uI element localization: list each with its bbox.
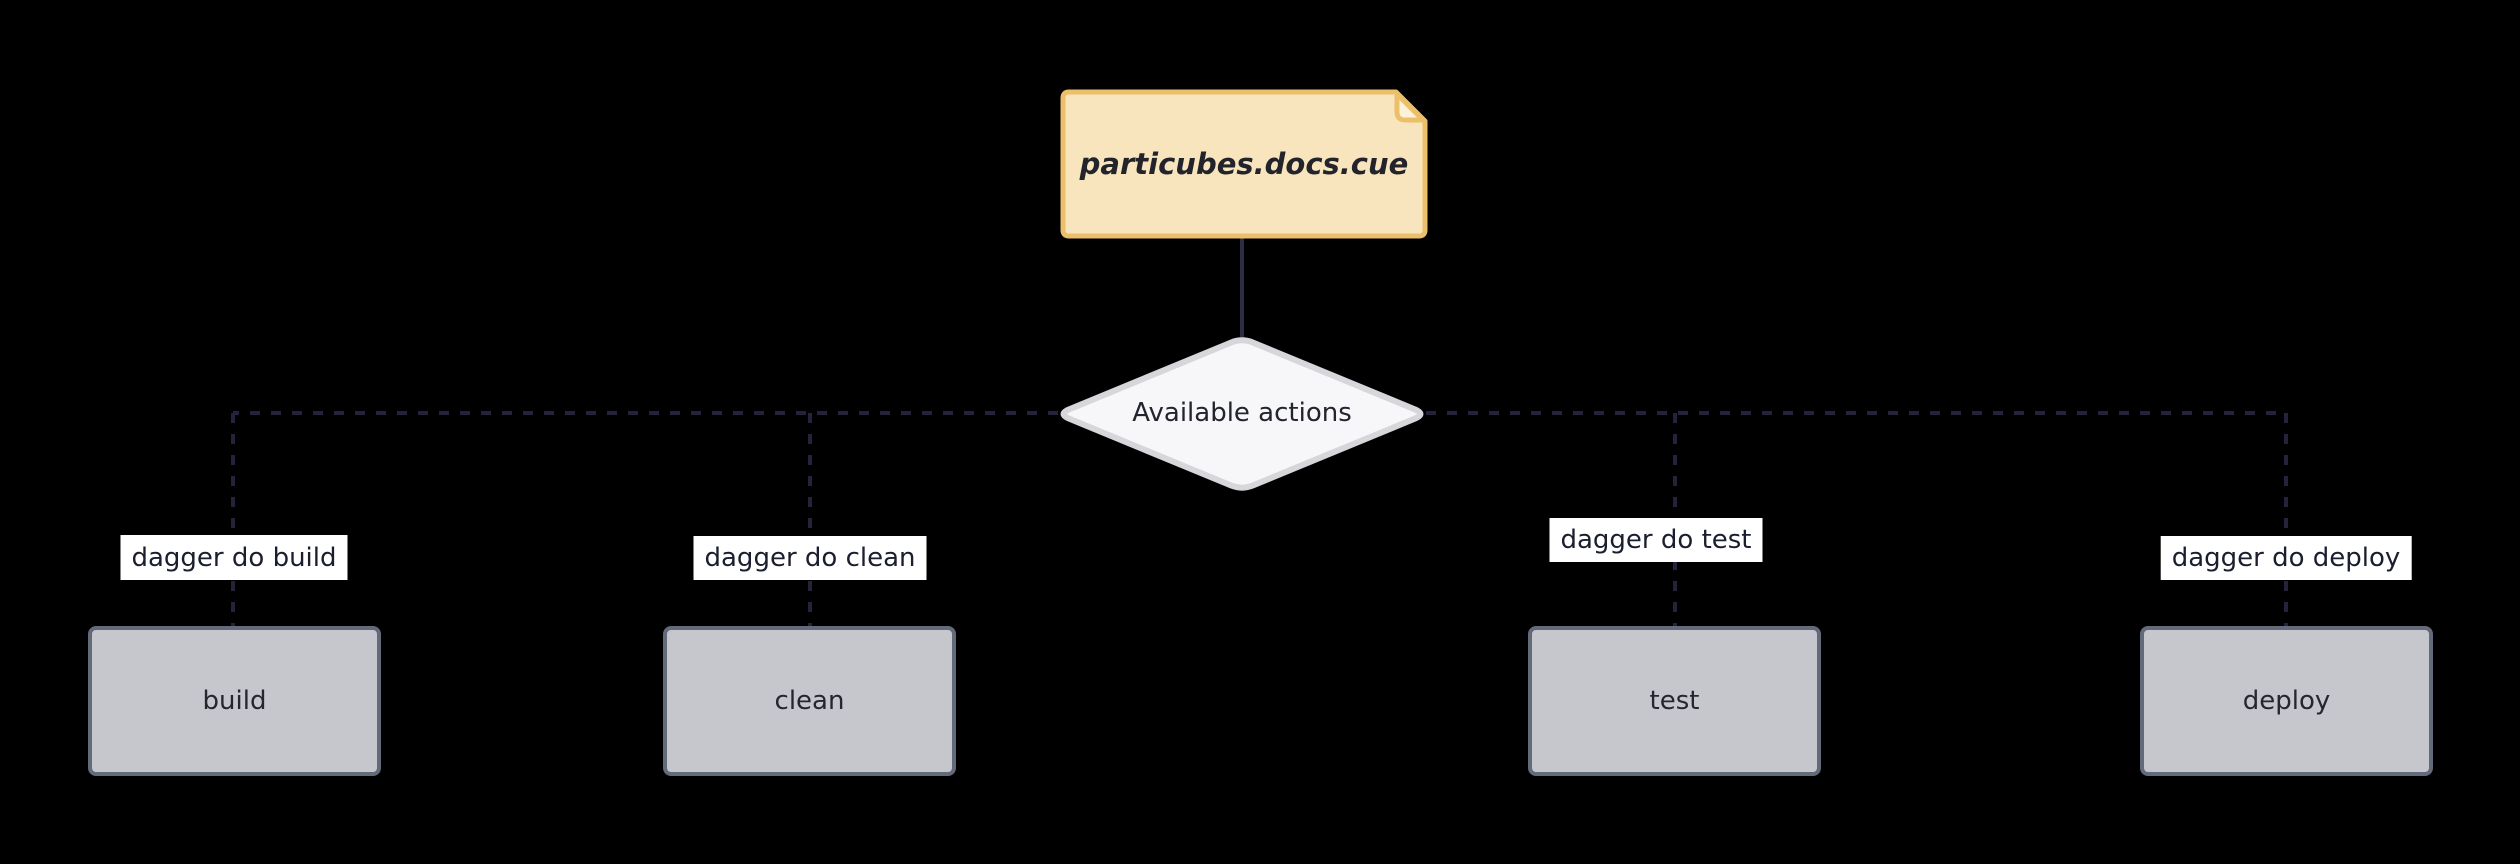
note-fold-corner <box>1394 91 1426 123</box>
decision-diamond-shape <box>1060 337 1424 491</box>
action-node-test: test <box>1528 626 1821 776</box>
action-node-deploy: deploy <box>2140 626 2433 776</box>
action-node-build: build <box>88 626 381 776</box>
note-node-shape <box>1060 89 1428 239</box>
edge-label-dagger-do-build: dagger do build <box>120 535 348 580</box>
action-node-clean: clean <box>663 626 956 776</box>
edge-label-dagger-do-clean: dagger do clean <box>693 536 927 580</box>
edge-label-dagger-do-deploy: dagger do deploy <box>2160 536 2412 580</box>
edge-label-dagger-do-test: dagger do test <box>1549 518 1763 562</box>
